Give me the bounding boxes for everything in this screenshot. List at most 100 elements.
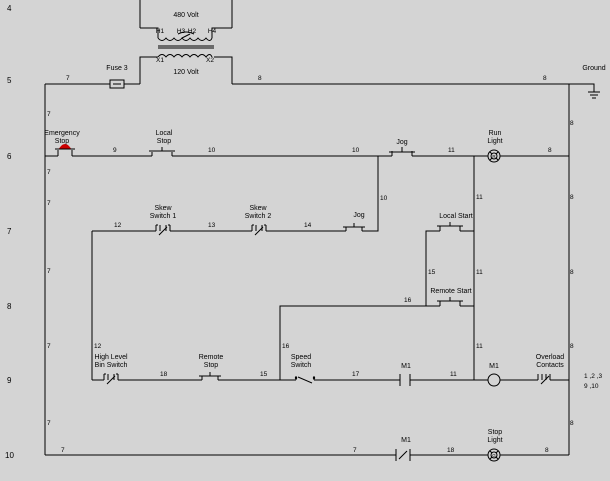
jog-contact-row7 [343, 223, 365, 231]
row-8: Remote Start [91, 156, 475, 380]
terminal-x2: X2 [206, 57, 214, 64]
secondary-voltage-label: 120 Volt [173, 69, 198, 76]
label-line: Stop [204, 362, 219, 369]
m1-coil [487, 373, 501, 387]
label-line: Light [487, 437, 502, 444]
m1-contact-row10-label: M1 [401, 437, 411, 444]
wire-number: 16 [282, 343, 290, 350]
stop-light-letter: G [492, 453, 496, 458]
wire-number: 15 [428, 269, 436, 276]
wire-number: 7 [47, 169, 51, 176]
remote-start [437, 297, 463, 306]
wire-number: 10 [208, 147, 216, 154]
m1-contact-row9-label: M1 [401, 363, 411, 370]
m1-contact-row9 [399, 374, 411, 386]
jog-label-row6: Jog [396, 139, 407, 146]
wire-number: 8 [570, 420, 574, 427]
fuse-3-label: Fuse 3 [106, 65, 128, 72]
run-light: R [487, 149, 501, 163]
local-stop [149, 147, 175, 156]
wire-number: 8 [570, 343, 574, 350]
local-start [437, 222, 463, 231]
wire-number: 11 [448, 147, 455, 154]
cross-reference-2: 9 ,10 [584, 383, 599, 390]
wire-number: 12 [94, 343, 102, 350]
wire-number: 11 [476, 343, 483, 350]
wire-number: 14 [304, 222, 312, 229]
row-number-10: 10 [5, 451, 14, 460]
primary-voltage-label: 480 Volt [173, 12, 198, 19]
stop-light: G [487, 448, 501, 462]
label-line: Stop [157, 138, 172, 145]
speed-switch [294, 376, 316, 384]
row-number-5: 5 [7, 76, 12, 85]
wire-number: 11 [476, 194, 483, 201]
label-line: Contacts [536, 362, 564, 369]
wire-numbers: 7 8 8 9 10 10 11 8 12 13 14 7 7 7 7 7 7 … [47, 75, 574, 454]
wire-number: 15 [260, 371, 268, 378]
row-number-6: 6 [7, 152, 12, 161]
row-numbers: 4 5 6 7 8 9 10 [5, 4, 14, 460]
run-light-letter: R [492, 154, 496, 159]
overload-contacts [537, 374, 551, 385]
wire-number: 18 [160, 371, 168, 378]
wire-number: 8 [545, 447, 549, 454]
wire-number: 8 [570, 269, 574, 276]
wire-number: 10 [352, 147, 360, 154]
wire-number: 7 [47, 343, 51, 350]
wire-number: 12 [114, 222, 122, 229]
wire-number: 8 [548, 147, 552, 154]
terminal-h4: H4 [208, 28, 217, 35]
wire-number: 7 [47, 420, 51, 427]
wire-number: 10 [380, 195, 388, 202]
skew-switch-2 [251, 224, 267, 236]
terminal-h3: H3 [177, 28, 186, 35]
label-line: Switch [291, 362, 312, 369]
remote-stop [199, 372, 221, 380]
remote-start-label: Remote Start [430, 288, 471, 295]
wire-number: 7 [47, 111, 51, 118]
m1-coil-label: M1 [489, 363, 499, 370]
power-rails: Fuse 3 Ground [44, 65, 606, 455]
wire-number: 17 [352, 371, 360, 378]
terminal-h1: H1 [156, 28, 165, 35]
wire-number: 8 [258, 75, 262, 82]
row-number-4: 4 [7, 4, 12, 13]
m1-contact-row10 [395, 449, 411, 461]
label-line: Bin Switch [95, 362, 128, 369]
label-line: Switch 2 [245, 213, 272, 220]
jog-label-row7: Jog [353, 212, 364, 219]
skew-switch-1 [155, 224, 171, 236]
cross-reference-1: 1 ,2 ,3 [584, 373, 602, 380]
row-number-7: 7 [7, 227, 12, 236]
wire-number: 11 [450, 371, 457, 378]
transformer: 480 Volt H1 H3 H2 H4 X1 X2 120 Volt [139, 0, 233, 84]
label-line: Switch 1 [150, 213, 177, 220]
terminal-h2: H2 [188, 28, 197, 35]
wire-number: 16 [404, 297, 412, 304]
wire-number: 13 [208, 222, 216, 229]
wire-number: 18 [447, 447, 455, 454]
ground-label: Ground [582, 65, 605, 72]
label-line: Stop [55, 138, 70, 145]
label-line: Light [487, 138, 502, 145]
emergency-stop [55, 144, 75, 156]
jog-contact-row6 [389, 147, 415, 156]
wire-number: 8 [570, 194, 574, 201]
wire-number: 8 [543, 75, 547, 82]
wire-number: 7 [47, 268, 51, 275]
row-number-8: 8 [7, 302, 12, 311]
